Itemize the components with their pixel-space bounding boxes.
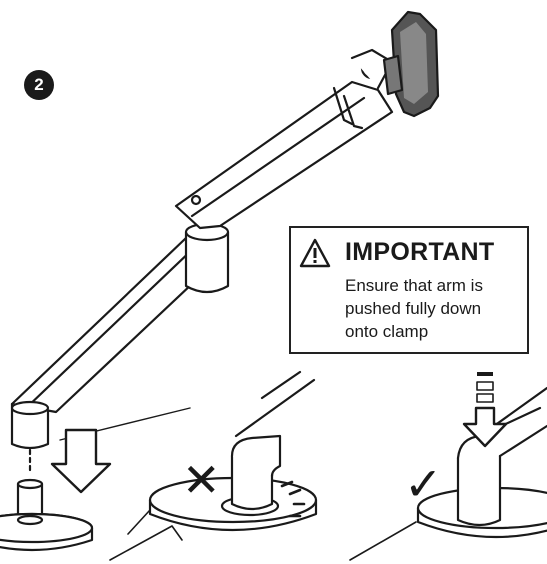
push-down-arrow-icon [462, 372, 508, 448]
notice-title: IMPORTANT [345, 238, 495, 266]
push-down-arrow-icon [50, 428, 112, 494]
notice-line: pushed fully down [345, 299, 482, 318]
notice-line: Ensure that arm is [345, 276, 483, 295]
important-notice: IMPORTANT Ensure that arm is pushed full… [289, 226, 529, 354]
notice-body: Ensure that arm is pushed fully down ont… [345, 274, 525, 343]
notice-line: onto clamp [345, 322, 429, 341]
incorrect-position-detail: ✕ [109, 370, 318, 561]
monitor-arm [10, 10, 440, 450]
wrong-mark: ✕ [182, 453, 221, 507]
clamp-insertion-detail [0, 407, 191, 552]
right-mark: ✓ [404, 457, 443, 511]
step-number-badge: 2 [24, 70, 54, 100]
warning-triangle-icon [299, 238, 331, 268]
correct-position-detail: ✓ [349, 372, 547, 561]
